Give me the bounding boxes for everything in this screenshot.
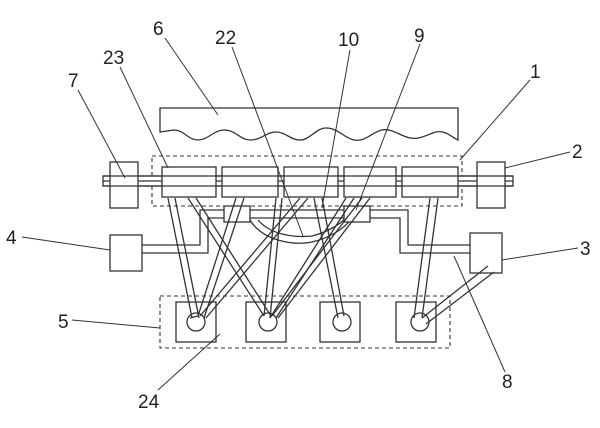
label-6: 6 (153, 19, 164, 40)
leader-lines (21, 37, 579, 391)
linkage-rods (167, 197, 495, 325)
label-3: 3 (580, 239, 591, 260)
part-10-curve (249, 217, 353, 244)
label-10: 10 (338, 30, 359, 51)
left-end-block (109, 161, 139, 209)
part-4-box (109, 234, 143, 272)
part-2-end-block (476, 161, 506, 209)
lower-frame (142, 209, 470, 246)
slider-block (343, 166, 397, 198)
part-3-box (469, 232, 503, 274)
label-1: 1 (530, 62, 541, 83)
label-9: 9 (414, 26, 425, 47)
label-7: 7 (68, 71, 79, 92)
part-23-slider (161, 166, 217, 198)
part-5-dashed-frame (159, 295, 451, 349)
part-10-curve-inner (257, 217, 347, 238)
label-2: 2 (572, 142, 583, 163)
label-4: 4 (6, 228, 17, 249)
part-6-plate (159, 107, 459, 142)
pad-left (223, 205, 251, 223)
pivot-2 (258, 312, 278, 332)
lower-frame-inner (142, 217, 470, 254)
pivot-3 (332, 312, 352, 332)
label-5: 5 (58, 312, 69, 333)
label-22: 22 (215, 28, 236, 49)
slider-block (221, 166, 279, 198)
slider-block (401, 166, 459, 198)
pivot-1 (186, 312, 206, 332)
label-8: 8 (502, 372, 513, 393)
label-23: 23 (103, 48, 124, 69)
slider-block (283, 166, 339, 198)
label-24: 24 (138, 392, 160, 413)
